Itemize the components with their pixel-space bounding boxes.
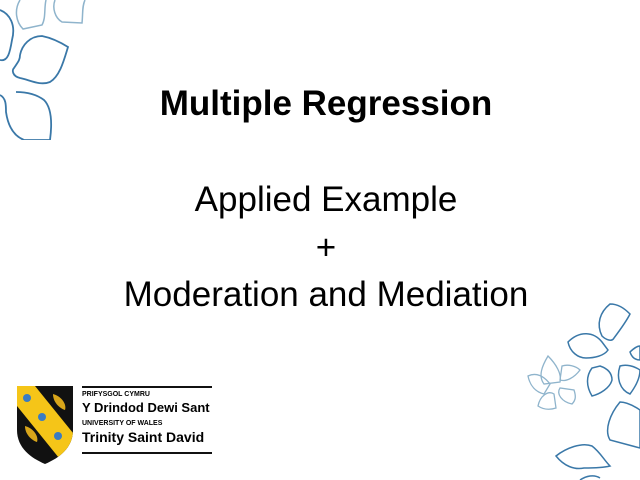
logo-text-welsh-name: Y Drindod Dewi Sant bbox=[82, 400, 210, 415]
slide-subtitle-line-2: + bbox=[315, 228, 337, 267]
university-logo: PRIFYSGOL CYMRU Y Drindod Dewi Sant UNIV… bbox=[15, 384, 215, 468]
decorative-petals-bottom-right bbox=[527, 303, 640, 480]
logo-text-welsh-caption: PRIFYSGOL CYMRU bbox=[82, 391, 150, 398]
slide-title: Multiple Regression bbox=[159, 84, 493, 123]
slide-subtitle-line-3: Moderation and Mediation bbox=[123, 275, 529, 314]
decorative-petals-top-left bbox=[0, 0, 86, 140]
logo-text-english-name: Trinity Saint David bbox=[82, 429, 205, 445]
logo-text-english-caption: UNIVERSITY OF WALES bbox=[82, 420, 163, 427]
slide-subtitle-line-1: Applied Example bbox=[194, 180, 458, 219]
shield-crest-icon bbox=[17, 386, 73, 464]
